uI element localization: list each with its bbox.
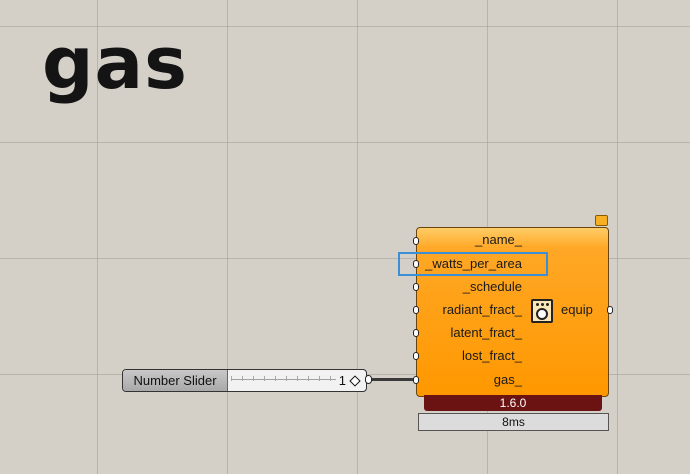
input-radiant-fract[interactable]: radiant_fract_: [442, 302, 523, 317]
input-latent-fract[interactable]: latent_fract_: [450, 325, 522, 340]
input-grip-name[interactable]: [413, 237, 419, 245]
input-watts-per-area[interactable]: _watts_per_area: [425, 256, 522, 271]
output-equip[interactable]: equip: [561, 302, 593, 317]
slider-knob-icon[interactable]: [349, 375, 361, 387]
output-grip-equip[interactable]: [607, 306, 613, 314]
input-grip-radiant-fract[interactable]: [413, 306, 419, 314]
connection-wire: [368, 378, 416, 381]
input-name[interactable]: _name_: [475, 232, 522, 247]
number-slider[interactable]: Number Slider 1: [122, 369, 367, 392]
canvas-title: gas: [42, 21, 188, 105]
input-grip-latent-fract[interactable]: [413, 329, 419, 337]
slider-name-label: Number Slider: [123, 370, 228, 391]
input-grip-lost-fract[interactable]: [413, 352, 419, 360]
input-grip-gas[interactable]: [413, 376, 419, 384]
warning-badge-icon[interactable]: [595, 215, 608, 226]
slider-output-grip[interactable]: [365, 375, 372, 384]
gas-equipment-component[interactable]: [416, 227, 609, 397]
version-label: 1.6.0: [424, 395, 602, 411]
input-grip-schedule[interactable]: [413, 283, 419, 291]
input-schedule[interactable]: _schedule: [462, 279, 522, 294]
timing-label: 8ms: [418, 413, 609, 431]
slider-track[interactable]: [231, 376, 336, 384]
input-lost-fract[interactable]: lost_fract_: [462, 348, 522, 363]
input-gas[interactable]: gas_: [493, 372, 522, 387]
input-highlight-box: [398, 252, 548, 276]
input-grip-watts-per-area[interactable]: [413, 260, 419, 268]
washing-machine-icon: [531, 299, 553, 323]
slider-value: 1: [338, 373, 346, 388]
